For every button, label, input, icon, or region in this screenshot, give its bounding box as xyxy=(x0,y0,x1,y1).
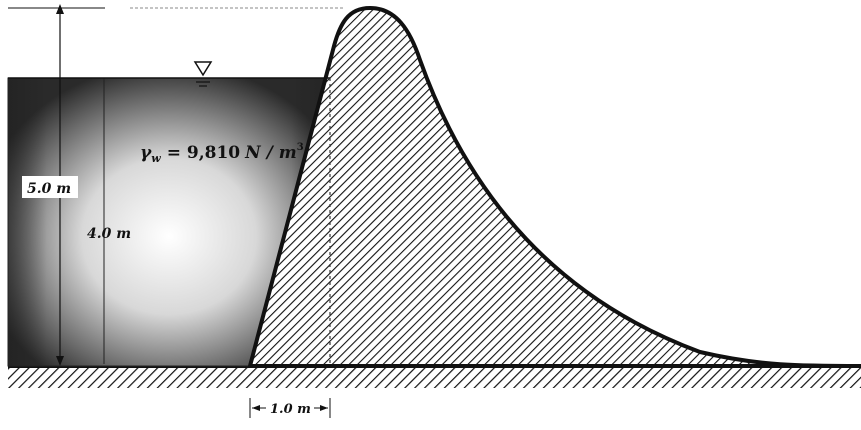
water-body xyxy=(7,77,331,367)
unit-weight-symbol: γ xyxy=(140,143,152,163)
unit-weight-exponent: 3 xyxy=(297,142,304,153)
unit-weight-value: = 9,810 xyxy=(167,143,241,163)
total-height-label: 5.0 m xyxy=(27,181,71,197)
water-depth-label: 4.0 m xyxy=(87,226,131,242)
base-offset-label: 1.0 m xyxy=(270,402,311,417)
inverted-triangle-icon xyxy=(193,61,213,87)
water-depth-dimension xyxy=(8,77,330,364)
unit-weight-subscript: w xyxy=(151,152,161,165)
total-height-dimension xyxy=(8,4,345,366)
dam-body xyxy=(248,6,861,368)
base-offset-dimension xyxy=(249,398,331,418)
unit-weight-units: N / m xyxy=(244,143,297,163)
ground-hatch xyxy=(8,366,861,388)
